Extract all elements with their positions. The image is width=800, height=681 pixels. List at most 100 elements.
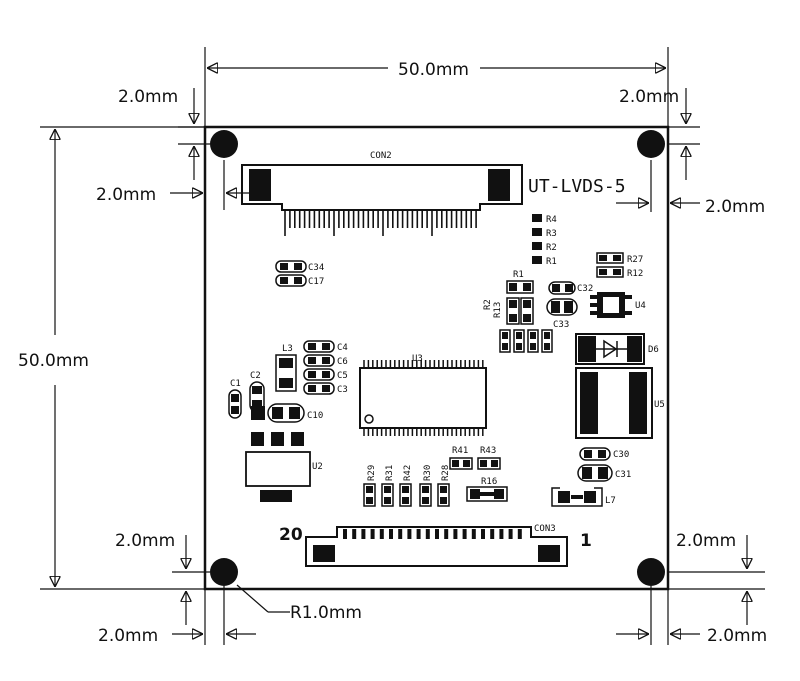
dim-br-horz [616,586,700,645]
label-u4: U4 [635,301,646,311]
con3-pin [416,529,421,539]
board-title: UT-LVDS-5 [528,176,626,197]
label-r1: R1 [546,257,557,267]
dim-height [40,126,205,590]
label-c4: C4 [337,343,348,353]
r-cluster [499,329,553,353]
label-r28: R28 [441,465,451,481]
dim-width [204,47,669,127]
con2-pad-right [488,169,510,201]
label-r27: R27 [627,255,643,265]
connector-con3 [305,526,568,567]
con3-pin [398,529,403,539]
con3-pin [407,529,412,539]
label-l3: L3 [282,344,293,354]
label-r13: R13 [493,302,503,318]
dim-bl-horz [172,586,256,645]
pin-label-first: 20 [279,525,303,545]
radius-leader [236,584,290,613]
r1-block [506,280,534,325]
con3-pin [481,529,485,539]
radius-label: R1.0mm [290,603,362,623]
con3-pin [425,529,430,539]
label-r31: R31 [385,465,395,481]
c4-c3 [303,340,335,395]
mounting-hole-tl [210,130,238,158]
l3 [275,354,297,392]
c32 [548,281,576,295]
dim-tr-label: 2.0mm [619,87,679,107]
dim-height-label: 50.0mm [18,351,89,371]
c1 [228,389,242,419]
dim-br-upper-label: 2.0mm [676,531,736,551]
label-r2: R2 [546,243,557,253]
label-r29: R29 [367,465,377,481]
con2-label: CON2 [370,151,392,161]
mounting-hole-tr [637,130,665,158]
label-c10: C10 [307,411,323,421]
label-r43: R43 [480,446,496,456]
c30 [579,447,611,461]
u2 [251,432,304,502]
label-r2v: R2 [483,299,493,310]
dim-left-inset [170,160,258,210]
con3-pin [517,529,522,539]
label-c33: C33 [553,320,569,330]
dim-tl [178,88,210,180]
con3-pins [343,529,522,539]
l7 [551,487,603,507]
c34-c17 [275,260,307,287]
con3-pin [361,529,366,539]
dim-bl-lower-label: 2.0mm [98,626,158,646]
dim-bl-vert [172,535,210,625]
u4 [590,292,632,318]
label-u3: U3 [412,354,423,364]
d6 [575,333,645,365]
label-r12: R12 [627,269,643,279]
r41-r43 [449,457,501,470]
u5 [575,367,653,439]
dim-left-inset-label: 2.0mm [96,185,156,205]
con3-pin [370,529,375,539]
label-r30: R30 [423,465,433,481]
con3-pin [444,529,449,539]
mounting-hole-br [637,558,665,586]
u2-body [245,451,311,487]
board-outline [203,125,670,591]
dim-width-label: 50.0mm [398,60,469,80]
label-c32: C32 [577,284,593,294]
con3-pad-right [538,545,560,562]
label-u2: U2 [312,462,323,472]
dim-right-inset-label: 2.0mm [705,197,765,217]
r-row [363,483,450,507]
mounting-hole-bl [210,558,238,586]
con3-pin [508,529,513,539]
dim-right-inset [616,160,700,212]
c31 [577,464,613,482]
label-r3: R3 [546,229,557,239]
label-r4: R4 [546,215,557,225]
con3-pin [343,529,347,539]
dim-tl-label: 2.0mm [118,87,178,107]
label-r42: R42 [403,465,413,481]
dim-br-vert [668,535,765,625]
r-stack [532,214,542,264]
pin-label-last: 1 [580,531,592,551]
dim-br-lower-label: 2.0mm [707,626,767,646]
dim-tr [668,88,700,180]
label-c31: C31 [615,470,631,480]
r16 [466,486,508,502]
con3-pin [389,529,393,539]
label-c3: C3 [337,385,348,395]
label-c6: C6 [337,357,348,367]
label-c2: C2 [250,371,261,381]
label-d6: D6 [648,345,659,355]
r27-r12 [596,252,624,278]
label-c17: C17 [308,277,324,287]
label-c5: C5 [337,371,348,381]
con2-pad-left [249,169,271,201]
con3-pin [471,529,476,539]
con3-label: CON3 [534,524,556,534]
con3-pin [379,529,384,539]
